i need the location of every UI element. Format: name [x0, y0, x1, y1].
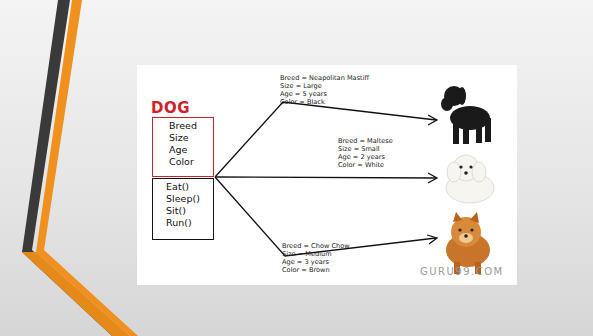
method-list: Eat() Sleep() Sit() Run(): [166, 181, 200, 229]
arrow-line: [215, 102, 436, 177]
attribute-value: Size = Large: [280, 82, 322, 90]
white-dog-picture: [446, 155, 494, 203]
class-name: DOG: [151, 99, 190, 117]
attribute-value: Size = Small: [338, 145, 380, 153]
black-dog-picture: [441, 86, 491, 144]
arrow-line: [215, 177, 436, 178]
white-dog-face: [459, 165, 472, 174]
method-box: Eat() Sleep() Sit() Run(): [152, 178, 214, 240]
picture-panel: [137, 65, 517, 285]
instance-arrows: [215, 102, 437, 256]
arrow-head: [428, 115, 437, 125]
attribute-value: Age = 5 years: [280, 90, 327, 98]
attribute-value: Breed = Chow Chow: [282, 242, 350, 250]
attribute-value: Age = 2 years: [338, 153, 385, 161]
attribute-list: Breed Size Age Color: [169, 120, 197, 168]
arrow-head: [428, 173, 437, 183]
orange-corner: [22, 252, 130, 336]
arrow-line: [215, 177, 436, 256]
arrow-head: [427, 235, 437, 244]
orange-stripe: [36, 0, 138, 336]
attribute-value: Color = Brown: [282, 266, 330, 274]
attribute-value: Age = 3 years: [282, 258, 329, 266]
watermark: GURU99.COM: [420, 266, 504, 277]
attribute-value: Color = White: [338, 161, 384, 169]
attribute-box: DOGBreed Size Age Color: [152, 117, 214, 177]
brown-dog-picture: [446, 212, 490, 274]
attribute-value: Breed = Neapolitan Mastiff: [280, 74, 369, 82]
attribute-value: Breed = Maltese: [338, 137, 393, 145]
attribute-value: Color = Black: [280, 98, 325, 106]
attribute-value: Size = Medium: [282, 250, 332, 258]
